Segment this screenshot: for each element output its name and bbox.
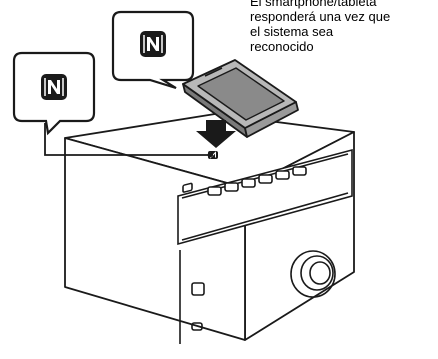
volume-knob bbox=[290, 250, 336, 298]
down-arrow-icon bbox=[196, 120, 236, 148]
top-button bbox=[241, 178, 256, 188]
caption-text: El smartphone/tableta responderá una vez… bbox=[250, 0, 391, 54]
front-button bbox=[191, 282, 205, 296]
nfc-n-mark-icon bbox=[139, 30, 167, 58]
nfc-n-mark-icon bbox=[40, 73, 68, 101]
smartphone bbox=[182, 59, 299, 138]
callout-right bbox=[111, 10, 195, 90]
top-button bbox=[207, 186, 222, 196]
front-port bbox=[191, 322, 203, 331]
front-panel bbox=[177, 148, 353, 344]
top-button bbox=[275, 170, 290, 180]
control-buttons bbox=[182, 182, 193, 193]
top-button bbox=[292, 166, 307, 176]
callout-left bbox=[12, 51, 213, 158]
top-buttons bbox=[207, 166, 307, 196]
top-button bbox=[224, 182, 239, 192]
top-button bbox=[258, 174, 273, 184]
